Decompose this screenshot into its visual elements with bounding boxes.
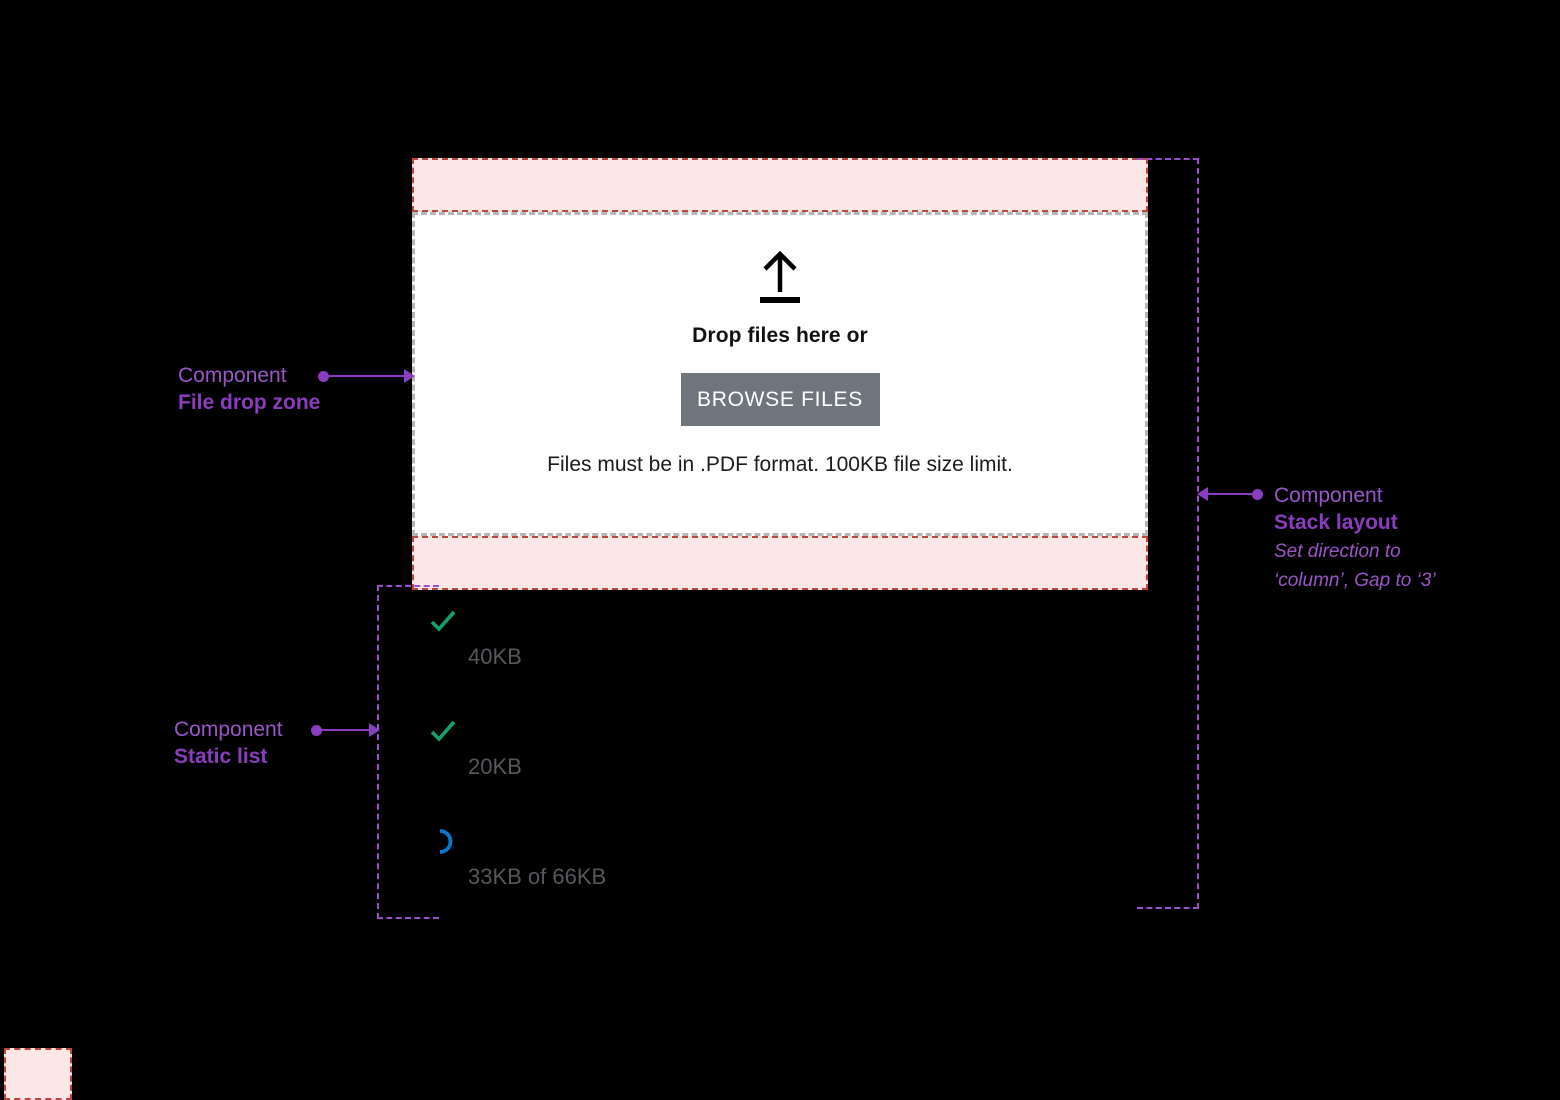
leader-arrowhead-icon [1197,487,1208,501]
leader-line [321,729,371,731]
annotation-kicker: Component [178,364,287,387]
leader-arrowhead-icon [404,369,415,383]
leader-line [1208,493,1256,495]
annotation-note-line-1: Set direction to [1274,540,1401,562]
annotation-file-drop-zone: Component File drop zone [178,363,320,417]
annotation-name: Static list [174,745,268,769]
upload-arrow-icon [760,250,800,303]
leader-dot [1252,489,1263,500]
padding-legend-swatch [4,1048,72,1100]
annotation-static-list: Component Static list [174,717,283,771]
list-item[interactable]: 33KB of 66KB [412,824,1148,934]
static-list-component: 40KB 20KB 33KB of 66KB [412,604,1148,934]
annotation-kicker: Component [1274,484,1383,507]
annotation-kicker: Component [174,718,283,741]
spinner-icon [439,829,453,854]
stack-layout-component: Drop files here or BROWSE FILES Files mu… [412,158,1148,590]
check-icon [430,610,456,632]
stack-padding-bottom [412,536,1148,590]
check-icon [430,720,456,742]
stack-layout-spec-bracket [1137,158,1199,909]
leader-line [328,375,406,377]
stack-padding-top [412,158,1148,212]
static-list-spec-bracket [377,585,439,919]
annotation-note-line-2: ‘column’, Gap to ‘3’ [1274,569,1436,591]
list-item[interactable]: 20KB [412,714,1148,824]
leader-dot [311,725,322,736]
annotation-stack-layout: Component Stack layout Set direction to … [1274,483,1436,595]
drop-zone-title: Drop files here or [692,324,868,347]
drop-zone-hint: Files must be in .PDF format. 100KB file… [547,453,1013,476]
file-drop-zone[interactable]: Drop files here or BROWSE FILES Files mu… [412,212,1148,536]
file-size: 20KB [468,754,522,779]
browse-files-button[interactable]: BROWSE FILES [680,373,880,426]
leader-dot [318,371,329,382]
file-size: 33KB of 66KB [468,864,607,889]
file-size: 40KB [468,644,522,669]
annotation-name: Stack layout [1274,511,1398,535]
list-item[interactable]: 40KB [412,604,1148,714]
leader-arrowhead-icon [369,723,380,737]
annotation-name: File drop zone [178,391,321,415]
